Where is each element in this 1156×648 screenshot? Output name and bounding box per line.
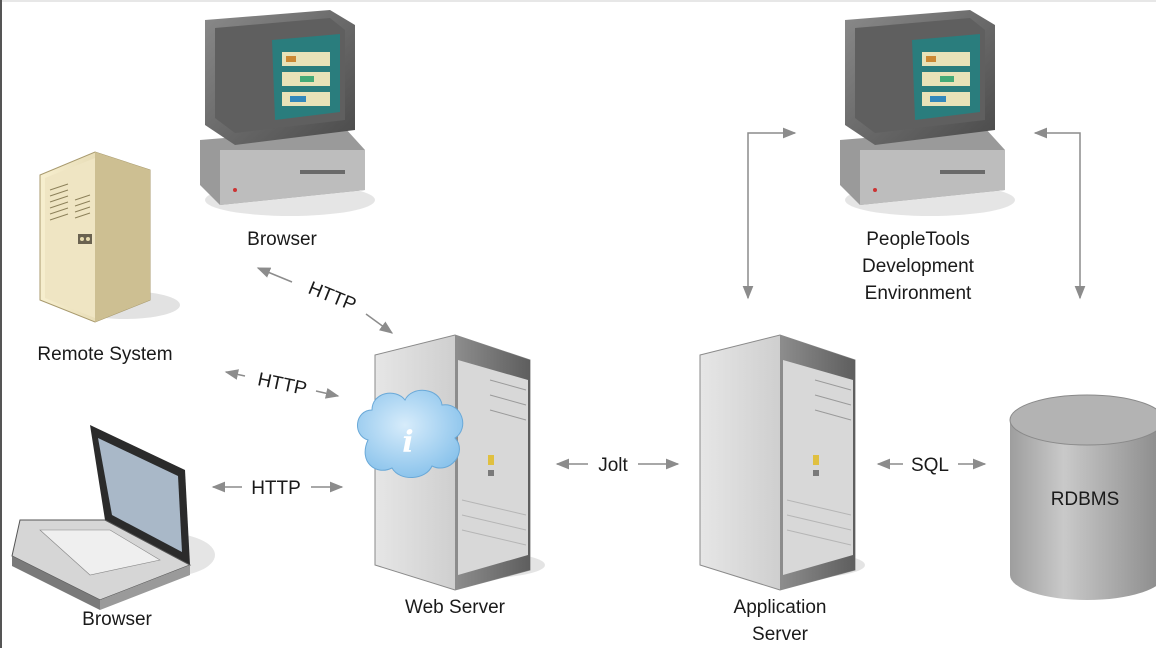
sql-connector: SQL [876,455,987,476]
application-server-tower-icon [699,334,865,591]
remote-system-server-icon [39,151,180,323]
jolt-label: Jolt [598,455,628,476]
svg-text:i: i [402,425,413,460]
jolt-connector: Jolt [555,455,680,476]
application-server-label-line1: Application [734,597,827,618]
rdbms-database-icon [1009,394,1156,600]
peopletools-label-line2: Development [862,256,975,277]
application-server-label-line2: Server [752,624,809,645]
http-label-browser-top: HTTP [305,278,359,316]
peopletools-to-rdbms-connector [1033,127,1086,300]
browser-top-label: Browser [247,229,317,250]
http-label-laptop: HTTP [251,478,301,499]
http-connector-remote-system: HTTP [224,369,340,400]
browser-laptop-label: Browser [82,609,152,630]
peopletools-computer-icon [840,10,1015,216]
http-label-remote-system: HTTP [256,369,309,400]
sql-label: SQL [911,455,949,476]
web-server-label: Web Server [405,597,506,618]
http-connector-browser-top: HTTP [256,267,394,334]
rdbms-label: RDBMS [1051,489,1120,510]
browser-laptop-icon [11,425,215,610]
browser-top-computer-icon [200,10,375,216]
peopletools-label-line1: PeopleTools [866,229,970,250]
info-cloud-icon: i [357,390,464,478]
http-connector-laptop: HTTP [211,478,344,499]
peopletools-to-appserver-connector [742,127,797,300]
remote-system-label: Remote System [37,344,172,365]
peopletools-label-line3: Environment [865,283,972,304]
